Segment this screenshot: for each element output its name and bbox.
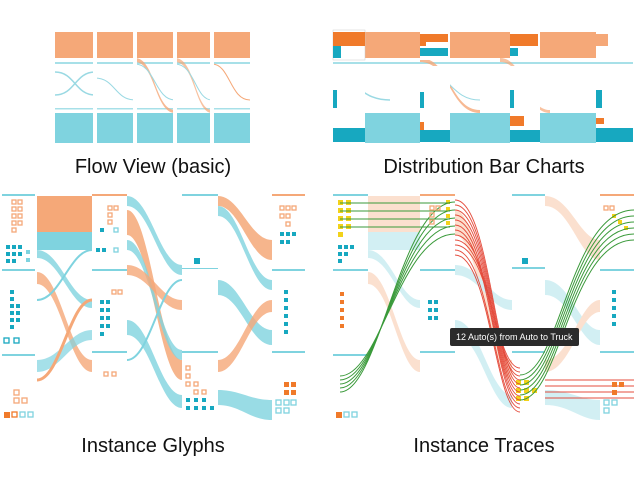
panel-flow-view-basic [54, 30, 251, 145]
caption-flow-view-basic: Flow View (basic) [75, 156, 231, 178]
caption-distribution-bar-charts: Distribution Bar Charts [383, 156, 584, 178]
tooltip: 12 Auto(s) from Auto to Truck [450, 328, 579, 346]
caption-instance-glyphs: Instance Glyphs [81, 435, 224, 457]
panel-instance-traces [333, 194, 635, 420]
panel-instance-glyphs [2, 194, 305, 420]
caption-instance-traces: Instance Traces [413, 435, 554, 457]
panel-distribution-bar-charts [332, 29, 633, 143]
